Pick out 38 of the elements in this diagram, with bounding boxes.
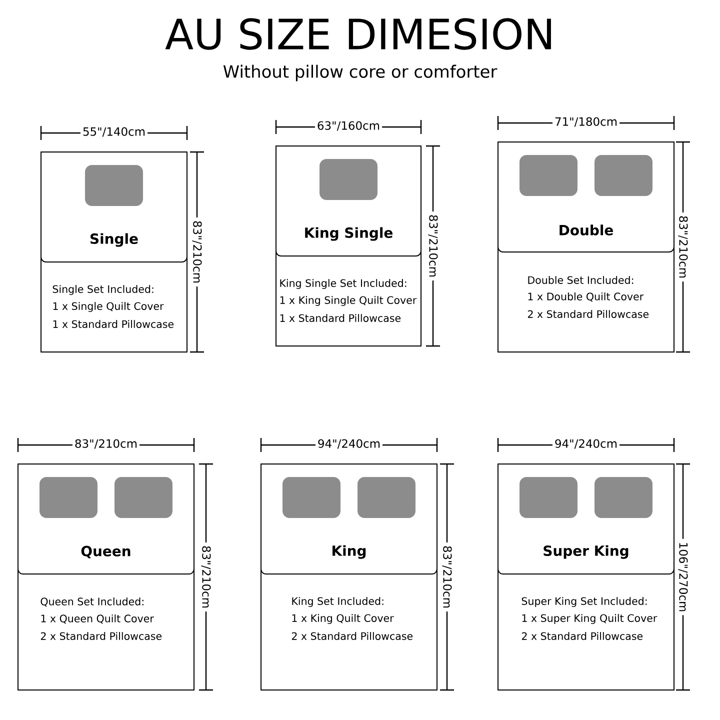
bed-name: Double xyxy=(560,224,613,236)
dimension-line: 94"/240cm xyxy=(260,437,438,453)
set-heading: Queen Set Included: xyxy=(40,597,144,607)
dimension-line: 55"/140cm xyxy=(40,125,188,141)
item-line: 1 x Double Quilt Cover xyxy=(528,292,644,302)
item-line: 1 x King Single Quilt Cover xyxy=(280,296,417,306)
dimension-line: 63"/160cm xyxy=(275,119,422,135)
item-line: 1 x Single Quilt Cover xyxy=(53,302,164,312)
set-heading: Double Set Included: xyxy=(528,276,634,284)
item-line: 1 x King Quilt Cover xyxy=(292,614,394,624)
item-line: 2 x Standard Pillowcase xyxy=(522,632,643,640)
bed-name: Super King xyxy=(544,545,628,559)
item-line: 1 x Standard Pillowcase xyxy=(53,320,174,328)
bed-name: King Single xyxy=(305,227,392,241)
set-heading: King Set Included: xyxy=(292,597,384,607)
dimension-line: 94"/240cm xyxy=(497,437,675,453)
item-line: 1 x Queen Quilt Cover xyxy=(41,614,154,624)
dimension-line: 83"/210cm xyxy=(675,141,691,353)
dimension-line: 83"/210cm xyxy=(189,151,205,353)
set-heading: King Single Set Included: xyxy=(280,279,406,289)
dimension-line: 106"/270cm xyxy=(675,463,691,691)
item-line: 1 x Super King Quilt Cover xyxy=(522,614,658,624)
item-line: 1 x Standard Pillowcase xyxy=(280,314,401,322)
dimension-line: 83"/210cm xyxy=(439,463,455,691)
item-line: 2 x Standard Pillowcase xyxy=(292,632,413,640)
dimension-line: 83"/210cm xyxy=(17,437,195,453)
dimension-line: 71"/180cm xyxy=(497,115,675,131)
item-line: 2 x Standard Pillowcase xyxy=(40,632,162,640)
item-line: 2 x Standard Pillowcase xyxy=(528,310,649,318)
set-heading: Single Set Included: xyxy=(52,285,154,295)
title: AU SIZE DIMESION xyxy=(165,18,551,50)
subtitle: Without pillow core or comforter xyxy=(223,64,498,82)
dimension-line: 83"/210cm xyxy=(198,463,214,691)
set-heading: Super King Set Included: xyxy=(522,597,647,607)
dimension-line: 83"/210cm xyxy=(425,145,441,347)
bed-name: Queen xyxy=(81,546,130,558)
bed-name: King xyxy=(332,545,366,559)
bed-name: Single xyxy=(90,233,138,247)
